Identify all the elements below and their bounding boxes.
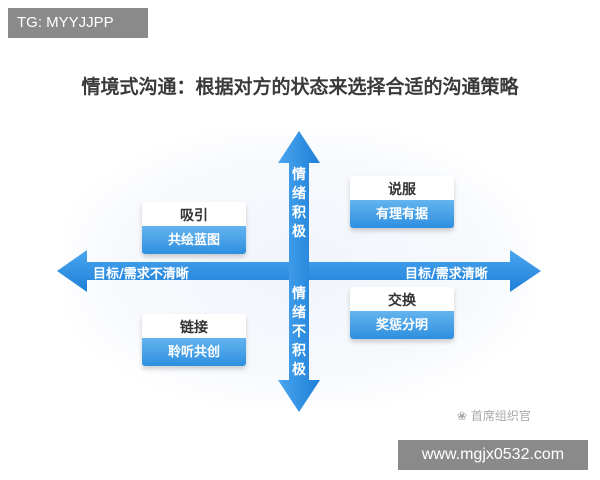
site-url: www.mgjx0532.com <box>398 440 588 470</box>
axis-label-top: 情绪积极 <box>292 167 306 240</box>
quadrant-box-bottom-left: 链接 聆听共创 <box>142 314 246 366</box>
quadrant-subtitle: 奖惩分明 <box>375 318 428 333</box>
axis-label-bottom: 情绪不积极 <box>292 286 306 378</box>
quadrant-subtitle: 共绘蓝图 <box>167 233 220 248</box>
quadrant-title: 说服 <box>388 182 416 198</box>
tg-label: TG: MYYJJPP <box>8 8 148 38</box>
quadrant-title: 吸引 <box>180 208 208 224</box>
watermark: ❀ 首席组织官 <box>457 407 531 424</box>
watermark-text: 首席组织官 <box>470 409 531 423</box>
wechat-icon: ❀ <box>457 409 468 423</box>
quadrant-subtitle: 有理有据 <box>375 207 428 222</box>
vertical-axis-arrow <box>278 131 320 412</box>
axis-label-left: 目标/需求不清晰 <box>93 267 189 282</box>
quadrant-title: 链接 <box>180 320 208 336</box>
quadrant-box-top-right: 说服 有理有据 <box>350 176 454 228</box>
quadrant-title: 交换 <box>388 293 416 309</box>
diagram-title: 情境式沟通：根据对方的状态来选择合适的沟通策略 <box>81 76 519 98</box>
quadrant-box-top-left: 吸引 共绘蓝图 <box>142 202 246 254</box>
quadrant-box-bottom-right: 交换 奖惩分明 <box>350 287 454 339</box>
axis-label-right: 目标/需求清晰 <box>405 267 488 282</box>
quadrant-subtitle: 聆听共创 <box>167 345 220 360</box>
